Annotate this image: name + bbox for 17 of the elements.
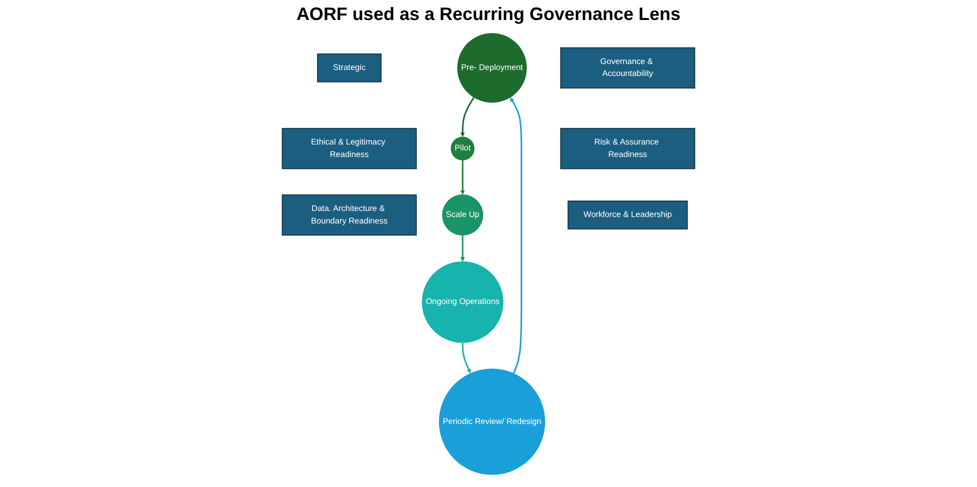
node-circle: Pre- Deployment — [457, 33, 527, 103]
node-box: Strategic — [317, 53, 382, 82]
node-box: Data. Architecture & Boundary Readiness — [282, 194, 417, 236]
arrow — [460, 236, 465, 262]
arrow — [510, 97, 522, 374]
node-circle: Periodic Review/ Redesign — [438, 368, 546, 475]
arrow — [460, 160, 465, 195]
arrow — [462, 342, 471, 374]
node-box: Workforce & Leadership — [568, 200, 688, 230]
node-box: Risk & Assurance Readiness — [560, 128, 696, 170]
node-circle: Pilot — [450, 136, 475, 160]
arrow — [460, 97, 474, 137]
node-box: Ethical & Legitimacy Readiness — [282, 128, 417, 170]
node-box: Governance & Accountability — [560, 47, 696, 89]
diagram-title: AORF used as a Recurring Governance Lens — [295, 4, 682, 25]
node-circle: Scale Up — [442, 194, 484, 236]
node-circle: Ongoing Operations — [422, 261, 504, 343]
